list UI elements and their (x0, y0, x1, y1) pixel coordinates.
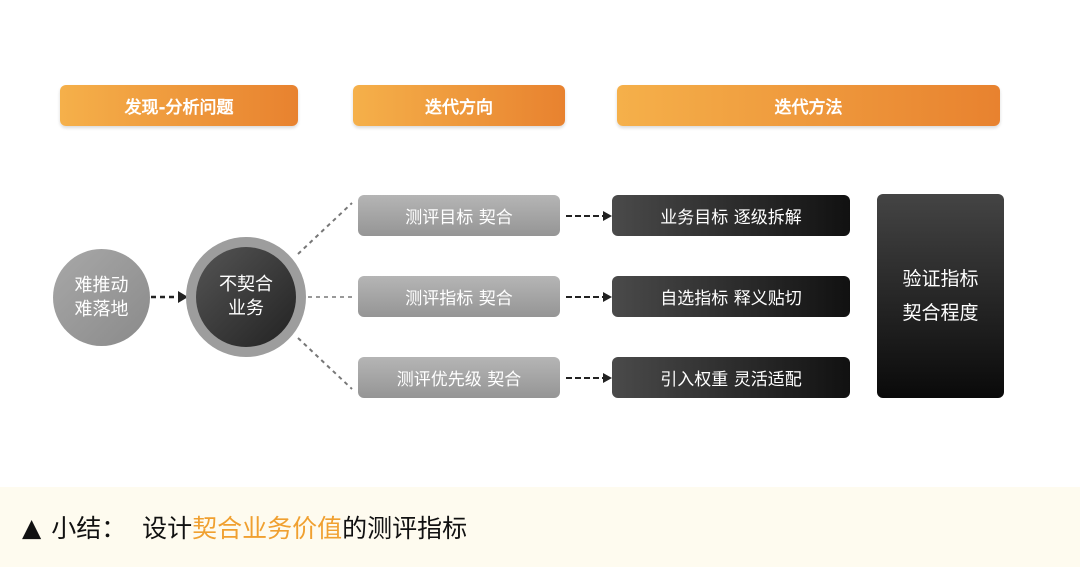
direction-item: 测评优先级 契合 (358, 357, 560, 398)
result-box: 验证指标 契合程度 (877, 194, 1004, 398)
header-direction: 迭代方向 (353, 85, 565, 126)
core-line2: 业务 (228, 298, 264, 319)
arrow-icon (566, 292, 612, 302)
arrow-icon (566, 373, 612, 383)
direction-item: 测评目标 契合 (358, 195, 560, 236)
connector-top (297, 202, 353, 255)
core-circle: 不契合 业务 (186, 237, 306, 357)
problem-line1: 难推动 (74, 274, 129, 296)
connector-bottom (297, 337, 353, 390)
direction-item: 测评指标 契合 (358, 276, 560, 317)
header-problem: 发现-分析问题 (60, 85, 298, 126)
summary-highlight: 契合业务价值 (192, 514, 343, 543)
header-method: 迭代方法 (617, 85, 1000, 126)
arrow-icon (566, 211, 612, 221)
summary-band: ▲ 小结： 设计 契合业务价值 的测评指标 (0, 487, 1080, 567)
arrow-head (178, 291, 188, 303)
problem-circle: 难推动 难落地 (53, 249, 150, 346)
result-line1: 验证指标 (902, 268, 979, 290)
problem-line2: 难落地 (74, 298, 129, 320)
triangle-icon: ▲ (22, 512, 42, 542)
result-line2: 契合程度 (902, 302, 979, 324)
summary-suffix: 的测评指标 (342, 514, 468, 543)
summary-prefix: 小结： 设计 (51, 514, 193, 543)
method-item: 自选指标 释义贴切 (612, 276, 850, 317)
method-item: 引入权重 灵活适配 (612, 357, 850, 398)
core-line1: 不契合 (219, 274, 273, 295)
method-item: 业务目标 逐级拆解 (612, 195, 850, 236)
